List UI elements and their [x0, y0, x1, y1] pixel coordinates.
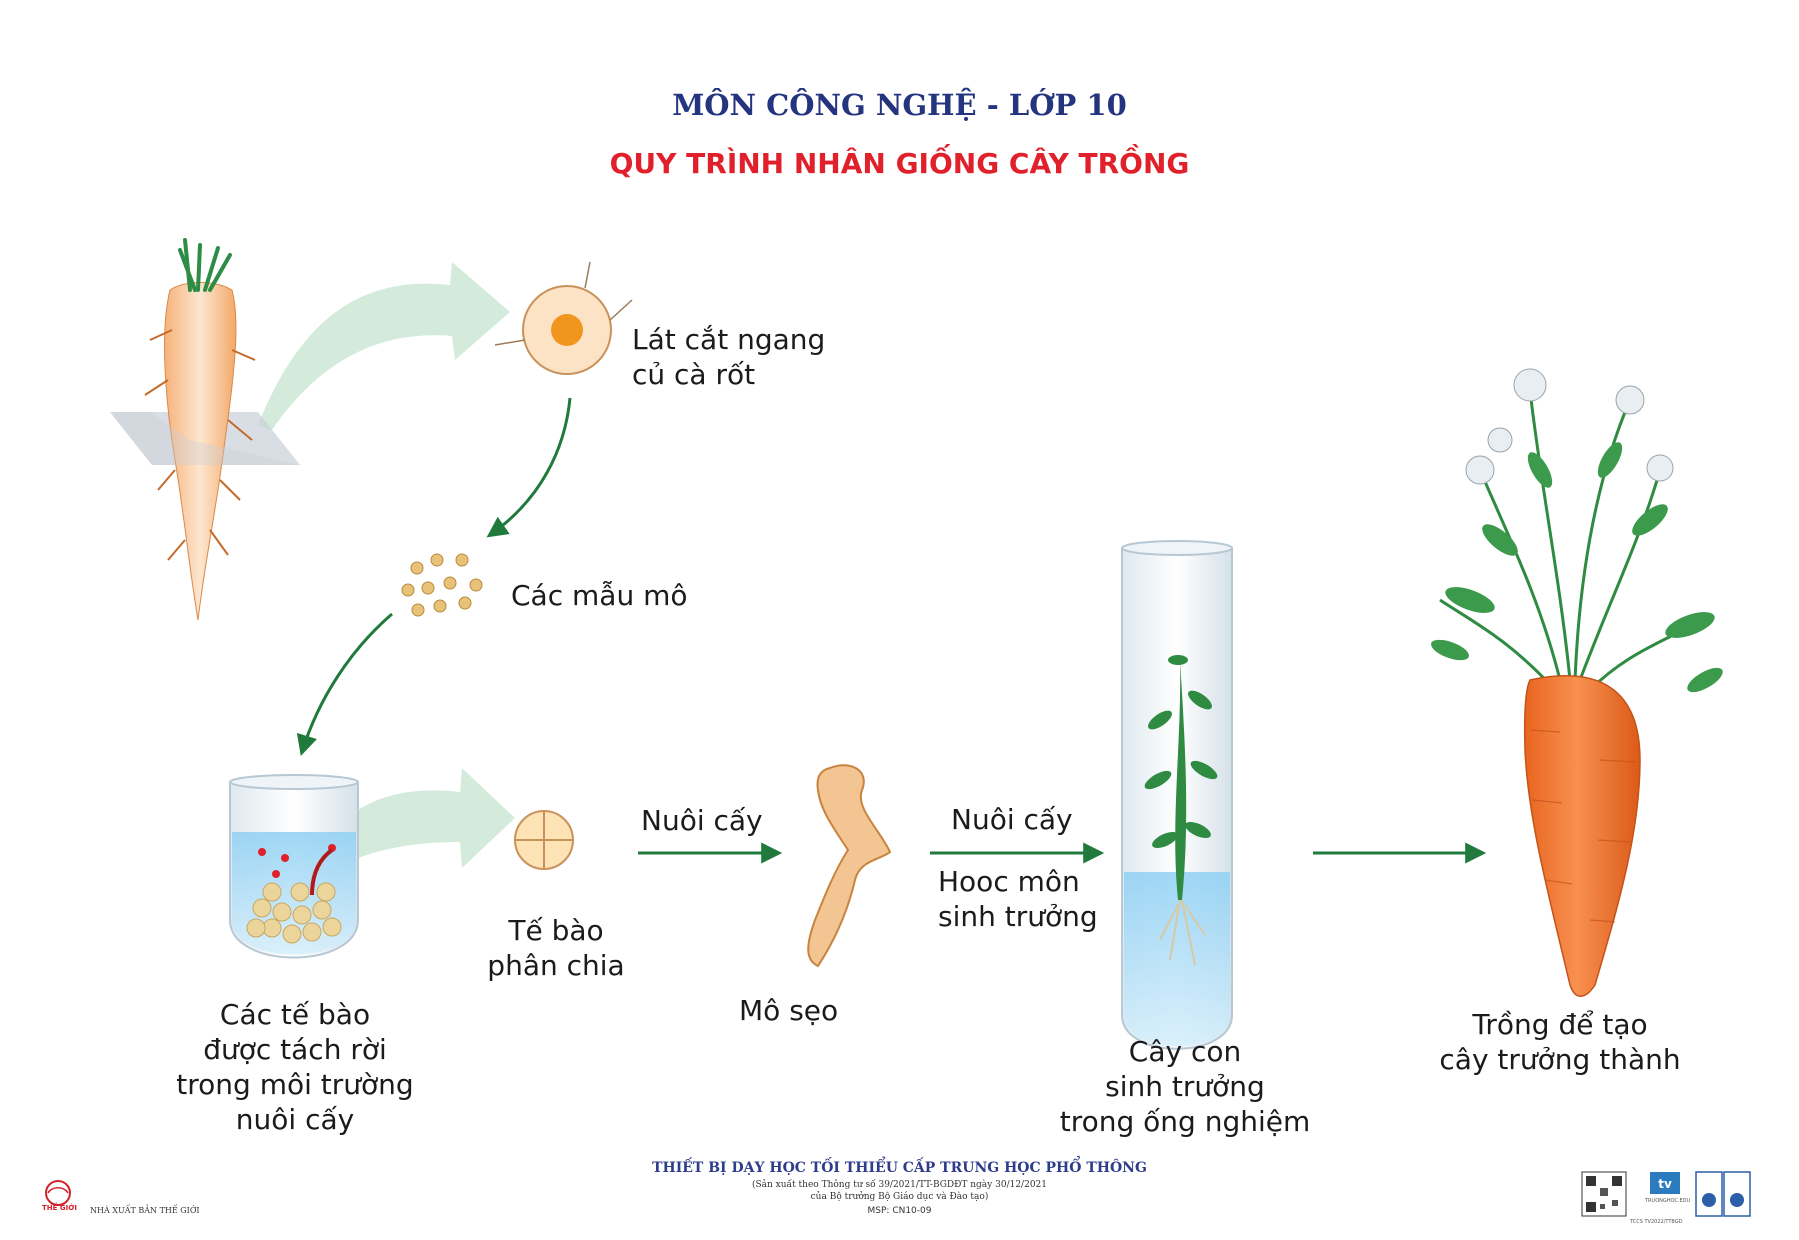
tissue-sample-dots	[401, 553, 483, 617]
brand-logo-icon: tv	[1650, 1172, 1680, 1194]
big-arrow-to-cross-section	[258, 262, 510, 430]
label-tissue-samples: Các mẫu mô	[511, 579, 688, 612]
label-culture-2: Nuôi cấy	[951, 803, 1073, 836]
label-hormone: Hooc môn sinh trưởng	[938, 865, 1098, 933]
footer-equipment-title: THIẾT BỊ DẠY HỌC TỐI THIỂU CẤP TRUNG HỌC…	[652, 1160, 1147, 1176]
label-separated-cells: Các tế bào được tách rời trong môi trườn…	[176, 998, 414, 1136]
cross-section-disc	[494, 261, 633, 375]
dividing-cells	[514, 810, 574, 870]
arrow-to-tissue-samples	[486, 397, 572, 538]
callus-tissue	[807, 764, 892, 968]
carrot-root	[110, 238, 300, 621]
label-culture-1: Nuôi cấy	[641, 804, 763, 837]
cert-text: TCCS TV2022/TTBGD	[1630, 1219, 1683, 1225]
diagram-title: QUY TRÌNH NHÂN GIỐNG CÂY TRỒNG	[609, 147, 1190, 180]
big-arrow-to-dividing-cells	[320, 768, 515, 870]
publisher-logo-text: THẾ GIỚI	[42, 1204, 77, 1212]
label-cross-section: Lát cắt ngang củ cà rốt	[632, 323, 826, 391]
label-dividing-cells: Tế bào phân chia	[487, 914, 625, 982]
footer-msp: MSP: CN10-09	[867, 1206, 932, 1216]
brand-logo-text: TRUONGHOC.EDU	[1645, 1198, 1691, 1204]
certification-badges-icon	[1695, 1171, 1751, 1217]
publisher-logo-icon	[45, 1180, 71, 1206]
svg-text:tv: tv	[1658, 1177, 1672, 1191]
label-mature: Trồng để tạo cây trưởng thành	[1439, 1008, 1681, 1076]
label-seedling: Cây con sinh trưởng trong ống nghiệm	[1059, 1035, 1311, 1138]
arrow-to-separated-cells	[296, 612, 393, 757]
culture-beaker	[229, 774, 359, 959]
mature-carrot	[1431, 368, 1723, 997]
footer-ministry: của Bộ trưởng Bộ Giáo dục và Đào tạo)	[810, 1192, 989, 1202]
footer-circular: (Sản xuất theo Thông tư số 39/2021/TT-BG…	[751, 1180, 1047, 1190]
label-callus: Mô sẹo	[739, 994, 839, 1027]
subject-heading: MÔN CÔNG NGHỆ - LỚP 10	[672, 88, 1127, 122]
publisher-name: NHÀ XUẤT BẢN THẾ GIỚI	[90, 1206, 200, 1215]
qr-code-icon	[1581, 1171, 1627, 1217]
seedling-tube	[1121, 540, 1233, 1050]
